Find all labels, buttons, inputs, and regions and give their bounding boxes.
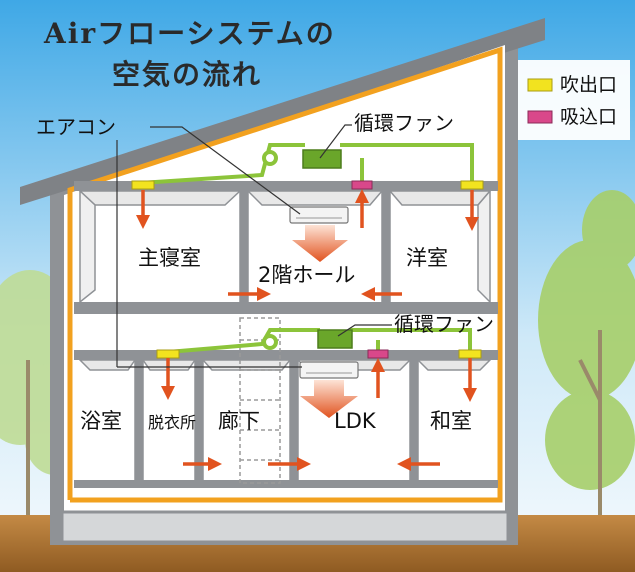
room-label-western-room: 洋室 xyxy=(406,246,448,270)
ceiling-1f xyxy=(74,350,498,360)
circulation-fan-upper-unit xyxy=(302,149,342,169)
legend-intake-label: 吸込口 xyxy=(560,106,617,128)
leader-lines xyxy=(116,124,392,368)
house-interior xyxy=(64,45,505,530)
room-label-ldk: LDK xyxy=(334,409,377,433)
air-conditioner-1f xyxy=(299,361,359,379)
floor-2f xyxy=(74,302,498,314)
legend-intake-swatch xyxy=(527,110,553,124)
roof-overhang xyxy=(20,18,545,205)
room-label-master-bedroom: 主寝室 xyxy=(138,246,201,270)
room-label-corridor: 廊下 xyxy=(218,409,260,433)
air-conditioner-2f xyxy=(289,206,349,224)
diagram-title-line1: Airフローシステムの xyxy=(43,17,336,50)
duct-2f xyxy=(139,143,474,185)
ceiling-2f xyxy=(74,181,498,191)
insulation-line xyxy=(67,46,503,503)
diagram-title-line2: 空気の流れ xyxy=(112,58,262,91)
legend-supply-swatch xyxy=(527,78,553,92)
legend: 吹出口 吸込口 xyxy=(518,60,630,140)
foundation xyxy=(60,510,510,544)
aircon-label: エアコン xyxy=(36,115,116,139)
tree-trunks xyxy=(26,330,602,515)
fan-upper-label: 循環ファン xyxy=(354,111,454,135)
rooms-2f xyxy=(78,188,492,304)
room-label-japanese-room: 和室 xyxy=(430,409,472,433)
flow-arrows xyxy=(136,189,479,471)
big-down-arrow-1f xyxy=(300,380,358,418)
legend-supply-label: 吹出口 xyxy=(560,74,617,96)
fan-lower-label: 循環ファン xyxy=(394,312,494,336)
room-label-2f-hall: 2階ホール xyxy=(258,263,355,287)
big-down-arrow-2f xyxy=(292,225,348,262)
room-label-bathroom: 浴室 xyxy=(80,409,122,433)
staircase xyxy=(239,317,281,484)
trees-right xyxy=(538,190,635,490)
circulation-fan-lower-unit xyxy=(317,329,353,349)
floor-1f xyxy=(74,480,498,488)
supply-vents xyxy=(131,180,484,359)
room-label-dressing-room: 脱衣所 xyxy=(148,413,196,432)
